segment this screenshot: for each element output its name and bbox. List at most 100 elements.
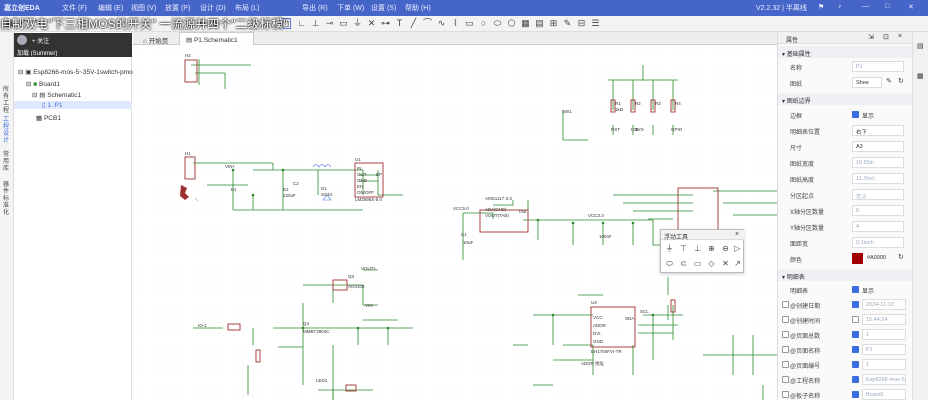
prop-sheet-input[interactable]: Shee <box>852 77 882 88</box>
visible-checkbox[interactable] <box>852 316 859 323</box>
align-tool-icon[interactable]: ☰ <box>591 18 600 28</box>
menu-edit[interactable]: 编辑 (E) <box>98 5 124 12</box>
group-tool-icon[interactable]: ⊟ <box>577 18 586 28</box>
maximize-icon[interactable]: □ <box>885 3 890 10</box>
size-select[interactable]: A3 <box>852 141 904 152</box>
section-table[interactable]: ▾ 明细表 <box>778 269 913 281</box>
pin-icon[interactable]: ⊡ <box>883 34 889 41</box>
close-icon[interactable]: × <box>898 33 903 40</box>
width-input[interactable]: 16.55in <box>852 157 904 168</box>
menu-place[interactable]: 放置 (P) <box>165 5 191 12</box>
row-checkbox[interactable] <box>782 316 789 323</box>
tree-item-project[interactable]: ⊟ ▣ Esp8266-mos-5~35V-1switch-pmos <box>18 69 136 76</box>
refresh-icon[interactable]: ↻ <box>898 78 904 85</box>
row-checkbox[interactable] <box>782 391 789 398</box>
avatar[interactable] <box>17 35 27 45</box>
row-checkbox[interactable] <box>782 361 789 368</box>
menu-help[interactable]: 帮助 (H) <box>405 5 431 12</box>
pin-tool-icon[interactable]: ⊶ <box>381 18 390 28</box>
flag-icon[interactable]: ▷ <box>734 244 741 253</box>
project-name-input[interactable]: Esp8266-mos-5 <box>862 374 906 385</box>
minimize-icon[interactable]: — <box>862 3 869 10</box>
netport-bidir-icon[interactable]: ◇ <box>708 259 715 268</box>
edit-icon[interactable]: ✎ <box>886 78 892 85</box>
page-count-input[interactable]: 1 <box>862 329 906 340</box>
ruler-tool-icon[interactable]: ⊞ <box>549 18 558 28</box>
prop-name-input[interactable]: P1 <box>852 61 904 72</box>
polygon-tool-icon[interactable]: ⬠ <box>507 18 516 28</box>
row-checkbox[interactable] <box>782 331 789 338</box>
noconnect-tool-icon[interactable]: ✕ <box>367 18 376 28</box>
arc-tool-icon[interactable]: ⌒ <box>422 18 432 28</box>
menu-export[interactable]: 导出 (R) <box>302 5 328 12</box>
netport-in-icon[interactable]: ⊂ <box>680 259 687 268</box>
flag-icon[interactable]: ⚑ <box>818 4 825 11</box>
netport-icon[interactable]: ⬭ <box>666 259 673 268</box>
height-input[interactable]: 11.7incl <box>852 173 904 184</box>
schematic-canvas[interactable]: H2 H1 VIN+ U1 IN OUT GND EN ON/OFF EP LM… <box>133 45 777 400</box>
text-tool-icon[interactable]: T <box>396 18 403 28</box>
image-tool-icon[interactable]: ▦ <box>521 18 530 28</box>
netlabel-tool-icon[interactable]: ⊸ <box>325 18 334 28</box>
circle-tool-icon[interactable]: ○ <box>480 18 487 28</box>
board-name-input[interactable]: Board1 <box>862 389 906 400</box>
tab-start-page[interactable]: ⌂ 开始页 <box>143 38 169 45</box>
visible-checkbox[interactable] <box>852 331 859 338</box>
row-checkbox[interactable] <box>782 346 789 353</box>
tree-item-board[interactable]: ⊟ ■ Board1 <box>26 81 60 88</box>
border-checkbox[interactable] <box>852 111 859 118</box>
bell-icon[interactable]: ♪ <box>838 3 842 10</box>
table-pos-select[interactable]: 右下 <box>852 125 904 136</box>
menu-file[interactable]: 文件 (F) <box>62 5 87 12</box>
menu-design[interactable]: 设计 (D) <box>200 5 226 12</box>
zoom-field[interactable]: 0.05 <box>200 18 218 28</box>
netport-tool-icon[interactable]: ▭ <box>339 18 348 28</box>
save-icon[interactable]: ▣ <box>5 18 14 28</box>
circle-plus-icon[interactable]: ⊕ <box>708 244 715 253</box>
section-basic[interactable]: ▾ 基础属性 <box>778 46 913 58</box>
table-checkbox[interactable] <box>852 286 859 293</box>
menu-view[interactable]: 视图 (V) <box>131 5 157 12</box>
common-lib-tab[interactable]: 常用库 <box>3 152 10 172</box>
zone-origin-select[interactable]: 左上 <box>852 189 904 200</box>
power-vcc-icon[interactable]: ⊤ <box>680 244 687 253</box>
section-border[interactable]: ▾ 图纸边界 <box>778 93 913 105</box>
menu-layout[interactable]: 布局 (L) <box>235 5 260 12</box>
visible-checkbox[interactable] <box>852 361 859 368</box>
follow-button[interactable]: + 关注 <box>32 39 50 45</box>
close-icon[interactable]: ✕ <box>908 4 914 11</box>
menu-settings[interactable]: 设置 (S) <box>371 5 397 12</box>
netport-out-icon[interactable]: ▭ <box>693 259 702 268</box>
power-tool-icon[interactable]: ⏚ <box>352 18 362 28</box>
table-tool-icon[interactable]: ▤ <box>535 18 544 28</box>
page-name-input[interactable]: P1 <box>862 344 906 355</box>
noconnect-icon[interactable]: ✕ <box>722 259 729 268</box>
circle-minus-icon[interactable]: ⊖ <box>722 244 729 253</box>
tab-schematic[interactable]: ▤ P1.Schematic1 × <box>179 32 254 51</box>
expand-icon[interactable]: ⇲ <box>868 34 874 41</box>
created-time-input[interactable]: 15:44:24 <box>862 314 906 325</box>
floating-toolbox-header[interactable]: 浮动工具 × <box>661 230 745 241</box>
redo-icon[interactable]: ↷ <box>33 18 42 28</box>
all-projects-tab[interactable]: 所有工程 <box>3 87 10 114</box>
visible-checkbox[interactable] <box>852 376 859 383</box>
close-icon[interactable]: × <box>735 231 740 238</box>
wire-tool-icon[interactable]: ∟ <box>297 18 306 28</box>
component-tool-icon[interactable]: ✎ <box>563 18 572 28</box>
tree-item-pcb[interactable]: ▦ PCB1 <box>36 115 61 122</box>
undo-icon[interactable]: ↶ <box>19 18 28 28</box>
margin-input[interactable]: 0.1inch <box>852 237 904 248</box>
yzones-input[interactable]: 4 <box>852 221 904 232</box>
created-date-input[interactable]: 2024-11-13 <box>862 299 906 310</box>
line-tool-icon[interactable]: ╱ <box>410 18 417 28</box>
visible-checkbox[interactable] <box>852 301 859 308</box>
polyline-tool-icon[interactable]: ⌇ <box>453 18 458 28</box>
tree-item-schematic[interactable]: ⊟ ▤ Schematic1 <box>32 92 82 99</box>
floating-toolbox[interactable]: 浮动工具 × ⏚ ⊤ ⊥ ⊕ ⊖ ▷ ⬭ ⊂ ▭ ◇ ✕ ↗ <box>660 229 745 273</box>
select-tool-icon[interactable]: ⊡ <box>280 18 291 29</box>
xzones-input[interactable]: 6 <box>852 205 904 216</box>
bus-tool-icon[interactable]: ⊥ <box>311 18 320 28</box>
std-lib-tab[interactable]: 器件标准化 <box>3 182 10 216</box>
color-swatch[interactable] <box>852 253 863 264</box>
menu-order[interactable]: 下单 (W) <box>337 5 365 12</box>
